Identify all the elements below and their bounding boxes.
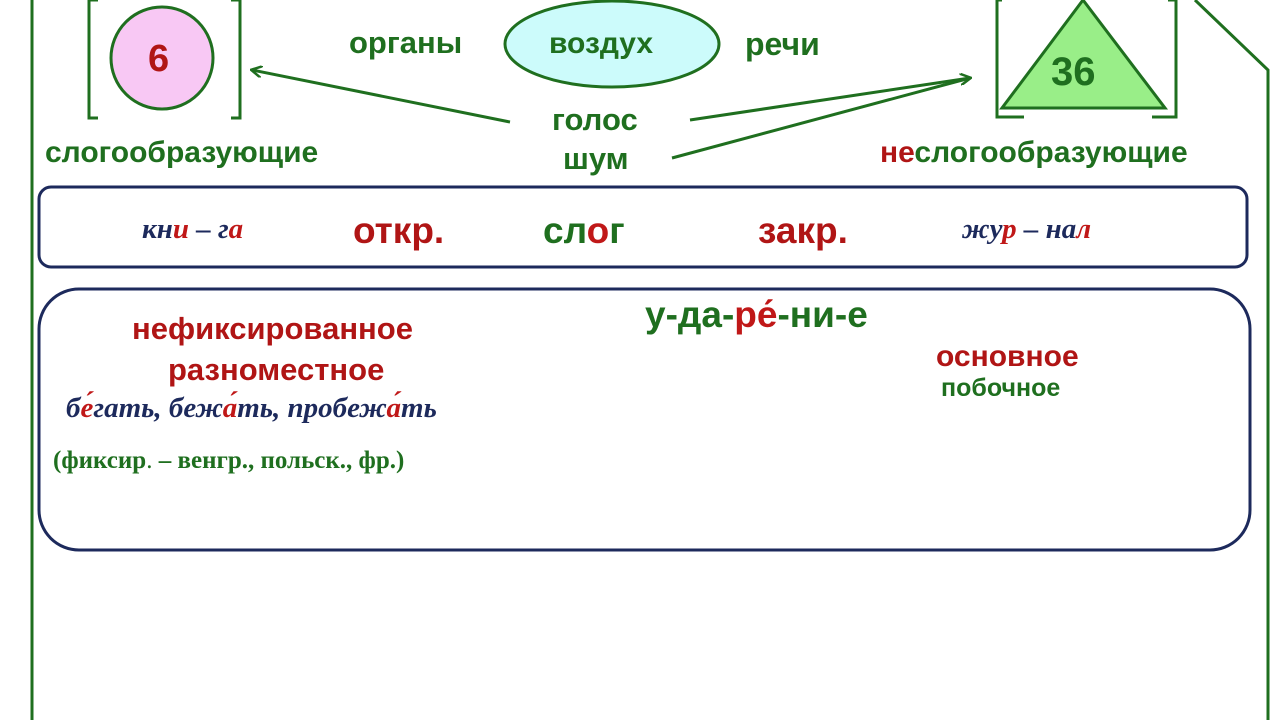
highlighted-letter: а́ [222,392,238,424]
arrow-voice-to-consonants [689,78,970,122]
vowel-circle [109,5,215,111]
stress-box [37,287,1252,552]
nonsyllabic-prefix: не [880,136,915,169]
word-segment: б [66,392,81,424]
example-kniga: кни – га [142,215,243,244]
fixed-note-rest: – венгр., польск., фр.) [152,447,405,474]
fixed-note-dot: . [146,447,153,474]
nonsyllabic-label: неслогообразующие [880,138,1188,168]
word-segment: у-да- [645,294,735,335]
word-segment: – г [188,213,229,245]
word-segment: сл [543,210,587,251]
syllable-box [37,185,1249,269]
fixed-stress-note: (фиксир. – венгр., польск., фр.) [53,448,404,473]
nonfixed-label: нефиксированное [132,311,413,346]
arrow-to-vowels [252,70,511,124]
closed-syllable-label: закр. [758,210,848,251]
word-segment: ть, пробеж [237,392,387,424]
organs-label: органы [349,25,463,60]
speech-label: речи [745,26,820,62]
stress-examples: бе́гать, бежа́ть, пробежа́ть [66,394,437,423]
word-segment: ть [401,392,437,424]
page-frame [30,0,1270,720]
word-segment: кн [142,213,173,245]
highlighted-letter: и [172,213,189,245]
highlighted-letter: е́ [80,392,94,424]
word-segment: -ни-е [777,294,868,335]
highlighted-letter: р [1002,213,1017,245]
highlighted-letter: о [586,210,610,251]
voice-label: голос [552,102,638,137]
example-zhurnal: жур – нал [962,215,1091,244]
stress-title: у-да-ре́-ни-е [645,296,868,333]
main-stress-label: основное [936,340,1079,373]
syllabic-label: слогообразующие [45,136,319,169]
mobile-label: разноместное [168,352,385,387]
vowel-bracket [87,0,242,120]
air-label: воздух [549,27,654,60]
fixed-note-start: (фиксир [53,447,147,474]
highlighted-letter: л [1076,213,1092,245]
highlighted-letter: а [228,213,244,245]
highlighted-letter: ре́ [734,294,778,335]
air-ellipse [503,0,721,89]
nonsyllabic-rest: слогообразующие [914,136,1188,169]
highlighted-letter: а́ [386,392,402,424]
word-segment: гать, беж [93,392,223,424]
consonant-bracket [995,0,1178,119]
noise-label: шум [563,141,629,176]
word-segment: – на [1016,213,1077,245]
secondary-stress-label: побочное [941,374,1061,402]
word-segment: жу [962,213,1003,245]
arrow-noise-to-consonants [671,76,971,160]
consonant-triangle [999,0,1169,110]
vowel-count: 6 [148,38,170,80]
word-segment: г [609,210,625,251]
open-syllable-label: откр. [353,210,445,251]
syllable-word: слог [543,212,625,249]
consonant-count: 36 [1051,50,1096,94]
